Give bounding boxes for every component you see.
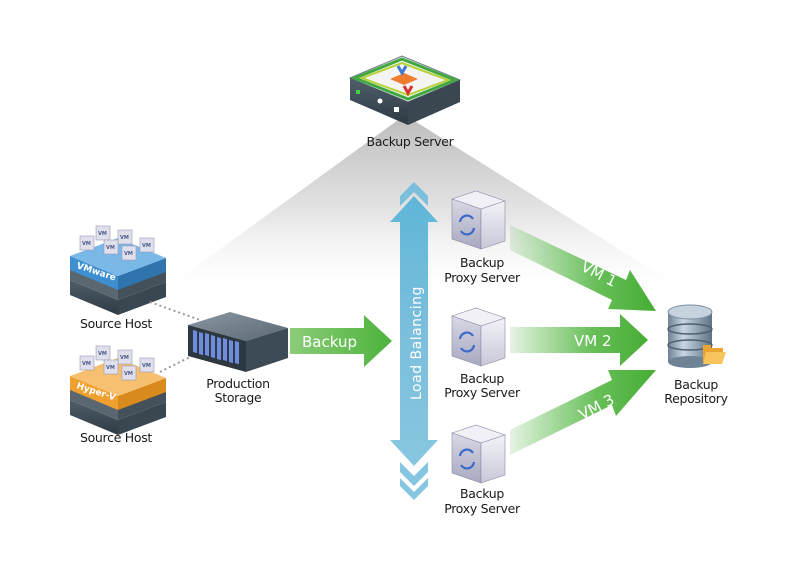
svg-text:VM: VM xyxy=(120,355,129,361)
sync-icon xyxy=(458,448,476,470)
vm-arrow-2: VM 2 xyxy=(510,314,648,366)
backup-server-label: Backup Server xyxy=(367,134,455,149)
proxy-server-1[interactable] xyxy=(451,190,506,250)
sync-icon xyxy=(458,331,476,353)
sync-icon xyxy=(458,214,476,236)
proxy-1-label-line2: Proxy Server xyxy=(444,270,521,285)
proxy-server-2[interactable] xyxy=(451,307,506,367)
svg-text:VM: VM xyxy=(120,235,129,241)
folder-icon xyxy=(703,345,726,364)
backup-server[interactable] xyxy=(348,55,462,125)
logo-arrow-blue xyxy=(396,65,408,77)
backup-repository[interactable] xyxy=(667,304,726,368)
production-storage-label-line2: Storage xyxy=(215,390,262,405)
proxy-3-label-line1: Backup xyxy=(460,486,504,501)
proxy-server-3[interactable] xyxy=(451,424,506,484)
repository-label-line2: Repository xyxy=(664,391,728,406)
source-host-vmware-label: Source Host xyxy=(80,316,152,331)
svg-text:VM: VM xyxy=(142,363,151,369)
proxy-2-label-line1: Backup xyxy=(460,371,504,386)
source-host-vmware[interactable]: VMware VM VM VM VM VM VM xyxy=(70,225,166,315)
source-host-hyperv[interactable]: Hyper-V VM VM VM VM VM VM xyxy=(70,345,166,435)
repository-label-line1: Backup xyxy=(674,377,718,392)
svg-text:VM: VM xyxy=(124,371,133,377)
load-balancing-arrow: Load Balancing xyxy=(390,182,438,500)
svg-text:VM: VM xyxy=(82,361,91,367)
vm-arrow-3: VM 3 xyxy=(510,370,656,455)
proxy-2-label-line2: Proxy Server xyxy=(444,385,521,400)
connector-vmware-storage xyxy=(149,301,201,321)
svg-text:VM: VM xyxy=(106,365,115,371)
load-balancing-label: Load Balancing xyxy=(409,286,425,400)
backup-arrow: Backup xyxy=(290,315,392,367)
logo-arrow-red xyxy=(402,85,414,97)
disk-drives xyxy=(193,329,239,365)
svg-text:VM: VM xyxy=(98,231,107,237)
svg-text:VM: VM xyxy=(82,241,91,247)
backup-server-logo-icon xyxy=(390,73,418,85)
svg-text:VM: VM xyxy=(124,251,133,257)
production-storage[interactable] xyxy=(188,312,288,372)
vm-2-label: VM 2 xyxy=(574,332,612,350)
vmware-layer xyxy=(70,256,118,290)
svg-text:VM: VM xyxy=(106,245,115,251)
production-storage-label-line1: Production xyxy=(206,376,270,391)
vm-cubes: VM VM VM VM VM VM xyxy=(79,225,155,261)
source-host-hyperv-label: Source Host xyxy=(80,430,152,445)
hyperv-layer xyxy=(70,376,118,410)
svg-text:VM: VM xyxy=(98,351,107,357)
backup-arrow-label: Backup xyxy=(302,333,357,351)
svg-text:VM: VM xyxy=(142,243,151,249)
proxy-1-label-line1: Backup xyxy=(460,255,504,270)
proxy-3-label-line2: Proxy Server xyxy=(444,501,521,516)
vm-cubes: VM VM VM VM VM VM xyxy=(79,345,155,381)
